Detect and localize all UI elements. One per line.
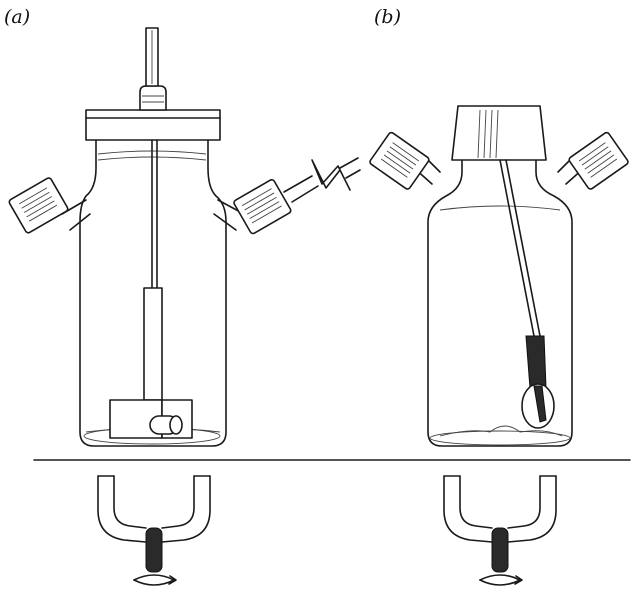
- stirrer-magnet-b: [443, 475, 557, 586]
- probe-b: [499, 159, 555, 429]
- vessel-a: [8, 27, 361, 447]
- side-arm-right-a: [213, 157, 361, 235]
- lid-a: [85, 27, 221, 141]
- stirrer-a: [109, 139, 193, 439]
- stirrer-magnet-a: [97, 475, 211, 586]
- panel-label-a: (a): [4, 6, 31, 28]
- flask-body-b: [427, 157, 573, 447]
- side-arm-left-a: [8, 177, 91, 234]
- side-arm-right-b: [557, 131, 629, 190]
- panel-label-b: (b): [374, 6, 401, 28]
- vessel-b: [369, 105, 629, 447]
- side-arm-left-b: [369, 131, 441, 190]
- stopper-b: [451, 105, 547, 161]
